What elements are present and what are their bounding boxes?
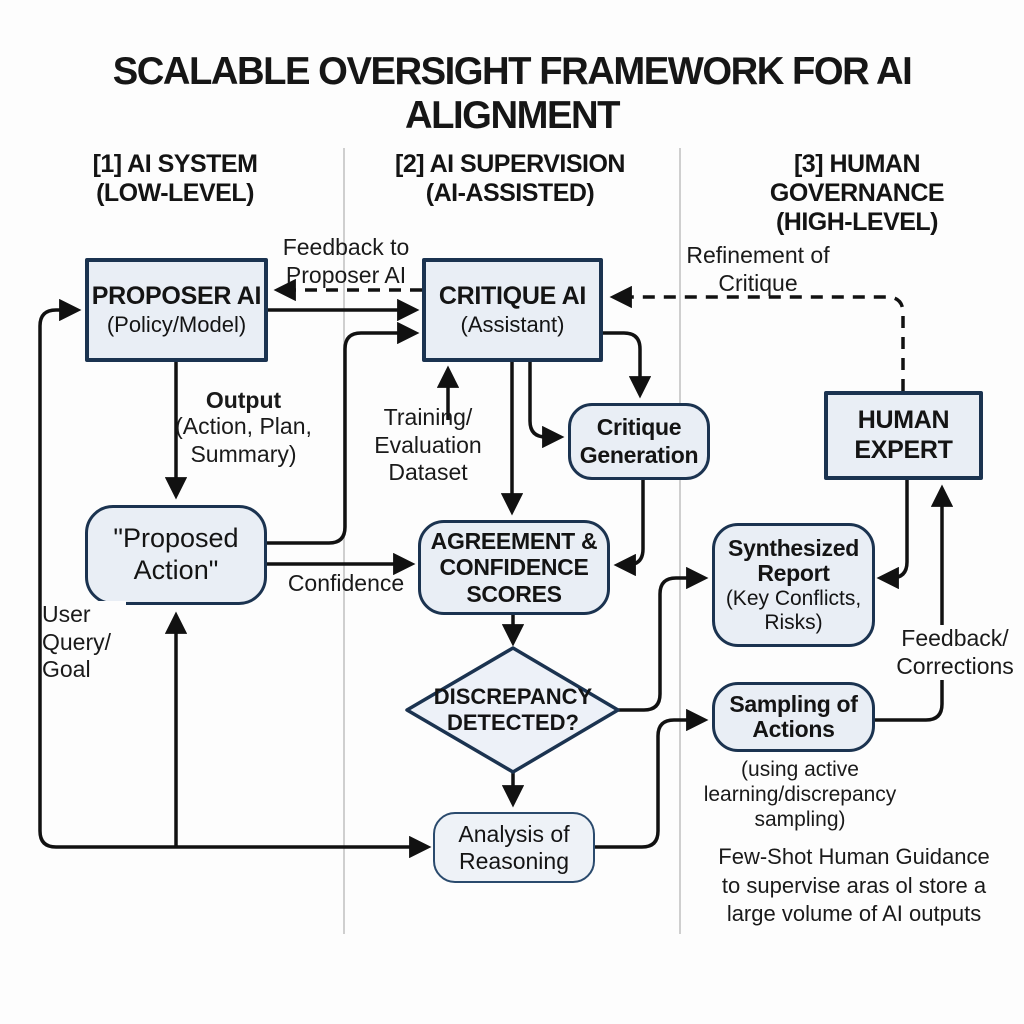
proposed-action-title: "Proposed Action" <box>113 523 239 585</box>
label-output: Output <box>205 387 282 413</box>
critique-ai-subtitle: (Assistant) <box>460 311 565 337</box>
human-expert-title: HUMAN EXPERT <box>854 406 953 464</box>
proposed-action-node: "Proposed Action" <box>85 505 267 605</box>
label-sampling-method-note: (using active learning/discrepancy sampl… <box>703 758 897 832</box>
critique-ai-title: CRITIQUE AI <box>438 282 587 311</box>
proposer-ai-node: PROPOSER AI (Policy/Model) <box>85 258 268 362</box>
analysis-reasoning-node: Analysis of Reasoning <box>433 812 595 883</box>
label-output-detail: (Action, Plan, Summary) <box>175 413 312 467</box>
synthesized-report-node: Synthesized Report (Key Conflicts, Risks… <box>712 523 875 647</box>
discrepancy-diamond-shape <box>405 646 620 774</box>
arrow-critique-to-critique-generation-top <box>603 331 652 399</box>
synthesized-report-subtitle: (Key Conflicts, Risks) <box>725 587 862 634</box>
column-header-ai-system: [1] AI SYSTEM (LOW-LEVEL) <box>92 150 258 207</box>
critique-ai-node: CRITIQUE AI (Assistant) <box>422 258 603 362</box>
arrow-proposed-action-to-critique <box>267 321 420 545</box>
arrow-user-query-to-proposer <box>38 298 82 700</box>
human-expert-node: HUMAN EXPERT <box>824 391 983 480</box>
analysis-reasoning-title: Analysis of Reasoning <box>458 821 570 874</box>
label-refinement-of-critique: Refinement of Critique <box>686 242 830 296</box>
page-title: SCALABLE OVERSIGHT FRAMEWORK FOR AI ALIG… <box>112 50 913 137</box>
proposer-ai-subtitle: (Policy/Model) <box>106 311 247 337</box>
arrow-human-expert-to-synthesized-report <box>876 480 909 590</box>
column-header-human-governance: [3] HUMAN GOVERNANCE (HIGH-LEVEL) <box>769 150 945 236</box>
arrow-sampling-to-human-expert <box>875 484 954 722</box>
label-confidence: Confidence <box>287 570 405 596</box>
sampling-actions-title: Sampling of Actions <box>729 690 858 742</box>
synthesized-report-title: Synthesized Report <box>728 534 859 587</box>
critique-generation-title: Critique Generation <box>579 414 699 468</box>
proposer-ai-title: PROPOSER AI <box>91 282 262 311</box>
arrow-critique-to-critique-generation-side <box>528 362 565 449</box>
column-header-ai-supervision: [2] AI SUPERVISION (AI-ASSISTED) <box>395 150 625 207</box>
label-feedback-to-proposer: Feedback to Proposer AI <box>282 234 410 288</box>
agreement-scores-title: AGREEMENT & CONFIDENCE SCORES <box>430 528 598 607</box>
label-feedback-corrections: Feedback/ Corrections <box>888 625 1022 681</box>
column-divider-2 <box>679 148 681 934</box>
arrow-discrepancy-to-synthesized-report <box>618 566 709 712</box>
critique-generation-node: Critique Generation <box>568 403 710 480</box>
arrow-user-query-to-analysis <box>38 700 432 859</box>
arrow-critique-generation-to-agreement <box>613 479 645 577</box>
arrow-analysis-to-sampling <box>595 708 709 849</box>
label-user-query-goal: User Query/ Goal <box>42 601 126 684</box>
discrepancy-title: DISCREPANCY DETECTED? <box>433 684 593 736</box>
sampling-actions-node: Sampling of Actions <box>712 682 875 752</box>
arrow-refinement-of-critique-dashed <box>609 285 905 391</box>
label-few-shot-guidance-note: Few-Shot Human Guidance to supervise ara… <box>718 844 990 927</box>
column-divider-1 <box>343 148 345 934</box>
label-training-evaluation-dataset: Training/ Evaluation Dataset <box>374 404 482 486</box>
agreement-scores-node: AGREEMENT & CONFIDENCE SCORES <box>418 520 610 615</box>
